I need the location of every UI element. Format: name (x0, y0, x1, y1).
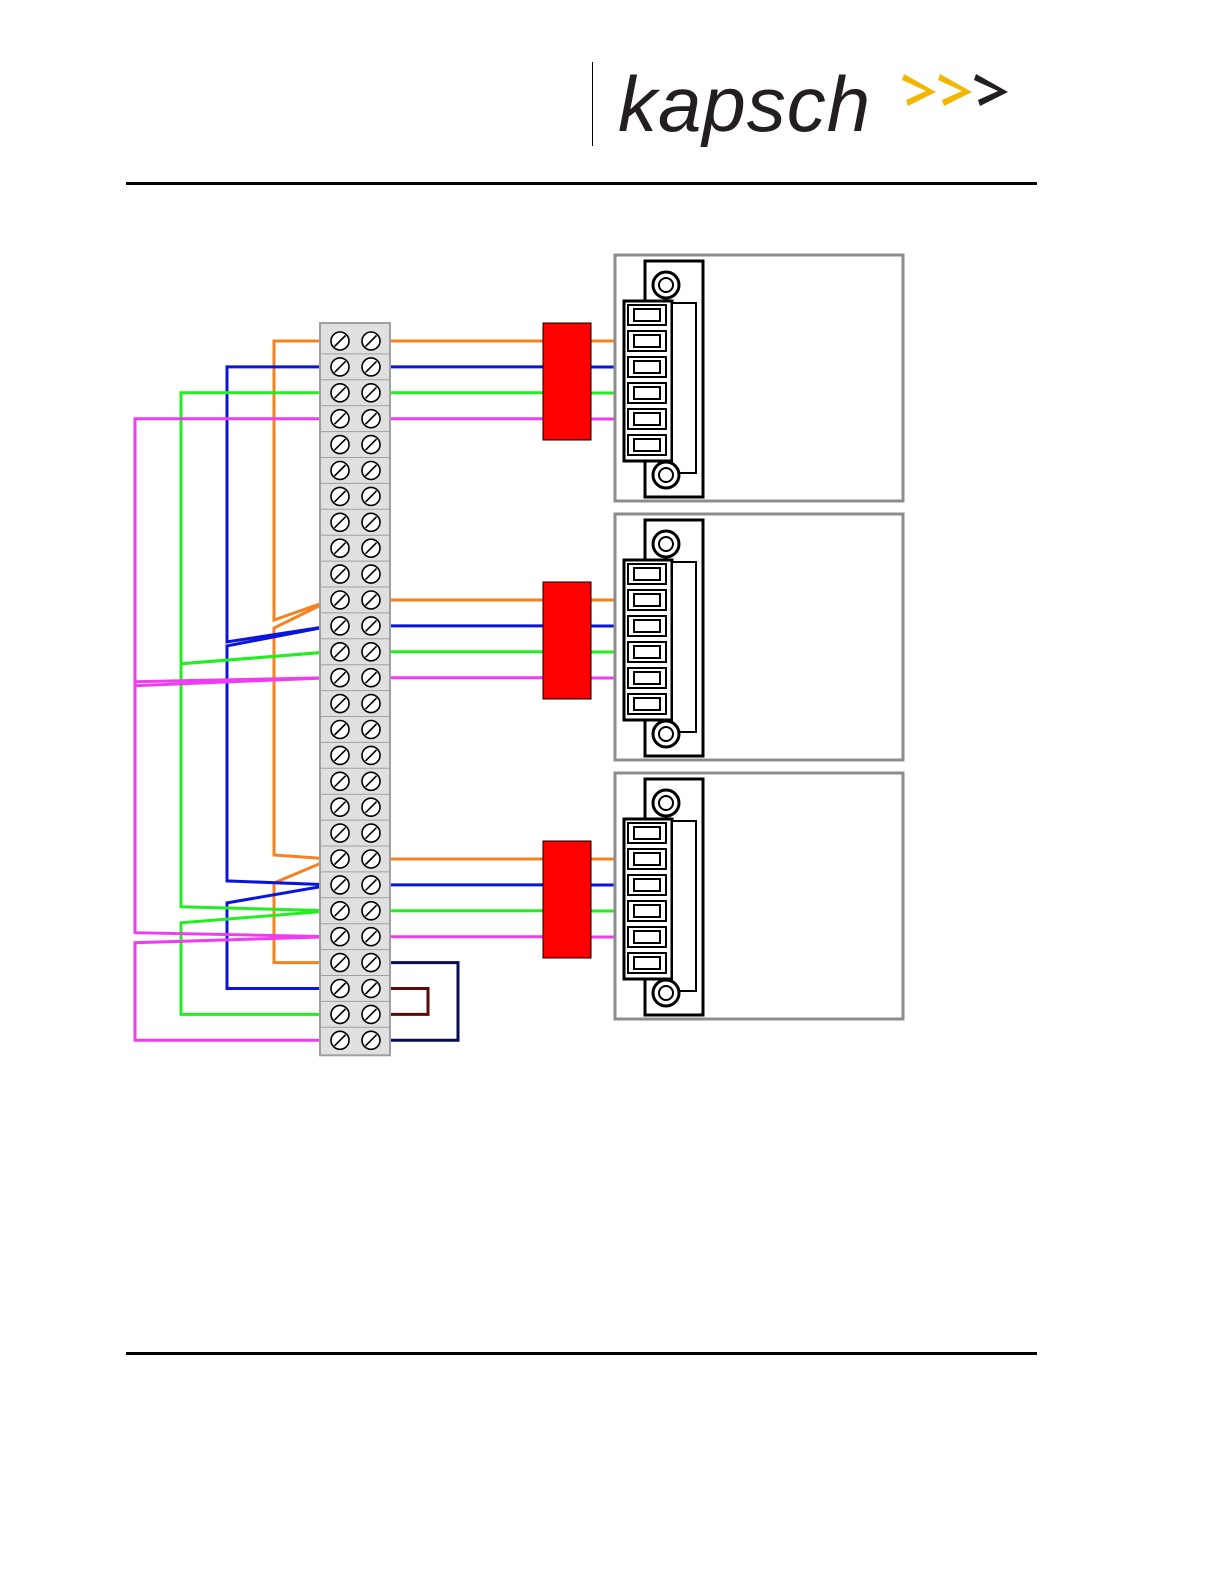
connector-pin (628, 590, 666, 610)
terminal-screw (362, 436, 380, 454)
terminal-screw (362, 721, 380, 739)
connector-pin (628, 409, 666, 429)
terminal-screw (362, 798, 380, 816)
terminal-screw (331, 487, 349, 505)
ferrite-core (543, 582, 591, 699)
terminal-screw (331, 746, 349, 764)
terminal-screw (331, 798, 349, 816)
terminal-screw (331, 410, 349, 428)
wire-green-loop-1 (181, 393, 331, 664)
terminal-screw (362, 617, 380, 635)
terminal-screw (331, 954, 349, 972)
terminal-screw (362, 850, 380, 868)
terminal-screw (362, 643, 380, 661)
terminal-screw (331, 643, 349, 661)
terminal-screw (362, 1005, 380, 1023)
connector-pin (628, 849, 666, 869)
terminal-screw (362, 565, 380, 583)
wire-blue-loop-1 (227, 367, 331, 642)
terminal-screw (362, 384, 380, 402)
connector-pin (628, 927, 666, 947)
terminal-screw (362, 1031, 380, 1049)
connector-pin (628, 642, 666, 662)
mounting-screw-icon (653, 462, 679, 488)
mounting-screw-icon (653, 721, 679, 747)
terminal-screw (331, 358, 349, 376)
mounting-screw-icon (653, 980, 679, 1006)
terminal-screw (331, 565, 349, 583)
terminal-screw (331, 876, 349, 894)
terminal-screw (362, 902, 380, 920)
connector-pin (628, 331, 666, 351)
terminal-screw (362, 928, 380, 946)
connector-pin (628, 616, 666, 636)
wire-blue-loop-2 (227, 626, 331, 885)
terminal-screw (331, 462, 349, 480)
terminal-screw (362, 539, 380, 557)
terminal-screw (362, 876, 380, 894)
connector-module (543, 773, 903, 1019)
ferrite-core (543, 841, 591, 958)
connector-modules-layer (543, 255, 903, 1019)
terminal-screw (331, 436, 349, 454)
terminal-screw (362, 487, 380, 505)
terminal-screw (331, 850, 349, 868)
terminal-screw (331, 721, 349, 739)
terminal-screw (362, 332, 380, 350)
terminal-screw (331, 824, 349, 842)
terminal-screw (331, 332, 349, 350)
terminal-screw (362, 746, 380, 764)
connector-pin (628, 901, 666, 921)
terminal-screw (331, 1031, 349, 1049)
terminal-screw (331, 384, 349, 402)
wire-magenta-loop-2 (135, 678, 331, 937)
terminal-screw (331, 591, 349, 609)
terminal-screw (362, 824, 380, 842)
terminal-screw (331, 513, 349, 531)
ferrite-core (543, 323, 591, 440)
connector-latch (672, 821, 696, 991)
mounting-screw-icon (653, 531, 679, 557)
terminal-screw (362, 462, 380, 480)
mounting-screw-icon (653, 790, 679, 816)
terminal-block-body (320, 323, 390, 1055)
connector-pin (628, 357, 666, 377)
terminal-screw (362, 695, 380, 713)
jumper-navy (381, 963, 458, 1041)
connector-pin (628, 823, 666, 843)
terminal-screw (331, 695, 349, 713)
connector-module (543, 514, 903, 760)
connector-module (543, 255, 903, 501)
terminal-screw (331, 539, 349, 557)
terminal-screw (362, 772, 380, 790)
connector-latch (672, 303, 696, 473)
terminal-screw (331, 669, 349, 687)
terminal-screw (331, 1005, 349, 1023)
terminal-screw (331, 902, 349, 920)
terminal-screw (362, 410, 380, 428)
terminal-block (320, 323, 390, 1055)
connector-pin (628, 953, 666, 973)
terminal-screw (331, 772, 349, 790)
terminal-screw (362, 513, 380, 531)
terminal-screw (362, 358, 380, 376)
connector-pin (628, 564, 666, 584)
terminal-screw (362, 669, 380, 687)
connector-pin (628, 694, 666, 714)
connector-latch (672, 562, 696, 732)
terminal-screw (362, 980, 380, 998)
terminal-screw (362, 591, 380, 609)
mounting-screw-icon (653, 272, 679, 298)
terminal-screw (331, 617, 349, 635)
wire-green-loop-2 (181, 652, 331, 911)
terminal-screw (362, 954, 380, 972)
connector-pin (628, 668, 666, 688)
connector-pin (628, 305, 666, 325)
connector-pin (628, 435, 666, 455)
terminal-screw (331, 928, 349, 946)
connector-pin (628, 383, 666, 403)
connector-pin (628, 875, 666, 895)
terminal-screw (331, 980, 349, 998)
